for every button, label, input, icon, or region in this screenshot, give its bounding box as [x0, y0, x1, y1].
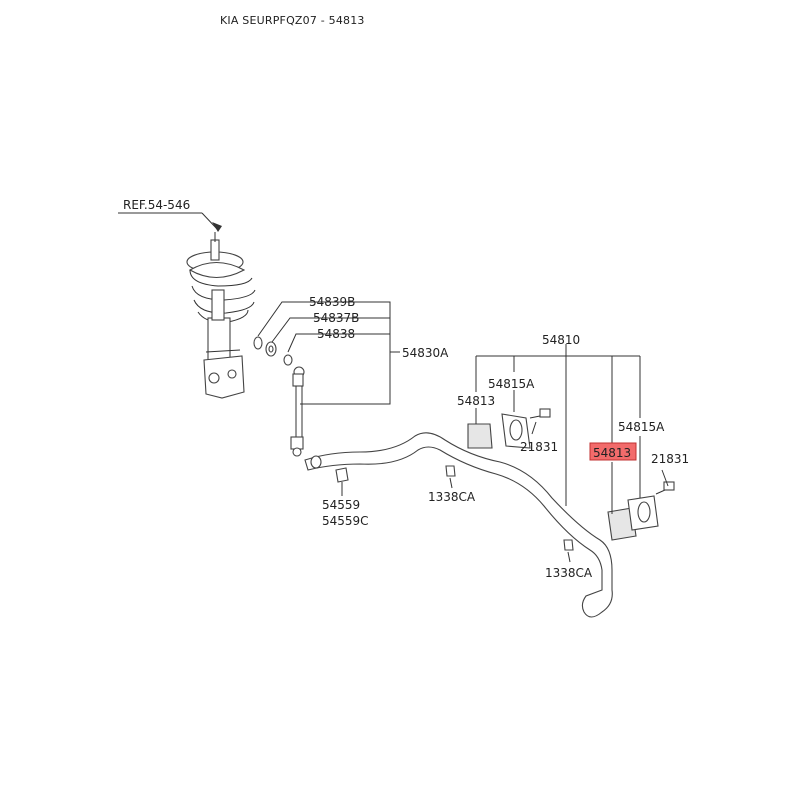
label-54839b: 54839B	[309, 295, 355, 309]
right-bushing-assembly	[563, 481, 675, 551]
label-21831-left: 21831	[520, 440, 558, 454]
highlight-box	[589, 442, 637, 461]
label-54559c: 54559C	[322, 514, 369, 528]
leaders-54810	[475, 344, 669, 514]
label-54837b: 54837B	[313, 311, 359, 325]
stabilizer-bar	[304, 432, 613, 618]
label-54813-right: 54813	[593, 446, 631, 460]
highlight-54813[interactable]: 54813	[589, 442, 637, 461]
label-21831-right: 21831	[651, 452, 689, 466]
label-54559: 54559	[322, 498, 360, 512]
stabilizer-link	[290, 366, 305, 457]
label-54838: 54838	[317, 327, 355, 341]
label-54810: 54810	[542, 333, 580, 347]
leader-1338ca-right	[567, 551, 571, 563]
left-bushing-assembly	[445, 408, 551, 477]
link-leaders	[257, 301, 400, 405]
label-54815a-right: 54815A	[618, 420, 665, 434]
nut-54559	[335, 467, 349, 496]
link-hardware	[253, 336, 293, 366]
label-54813-left: 54813	[457, 394, 495, 408]
label-1338ca-right: 1338CA	[545, 566, 593, 580]
label-ref: REF.54-546	[123, 198, 190, 212]
strut-assembly	[186, 232, 256, 399]
ref-leader: REF.54-546	[118, 198, 222, 232]
label-54815a-left: 54815A	[488, 377, 535, 391]
label-1338ca-left: 1338CA	[428, 490, 476, 504]
diagram-title: KIA SEURPFQZ07 - 54813	[220, 14, 365, 27]
leader-1338ca-left	[449, 477, 453, 489]
label-54830a: 54830A	[402, 346, 449, 360]
